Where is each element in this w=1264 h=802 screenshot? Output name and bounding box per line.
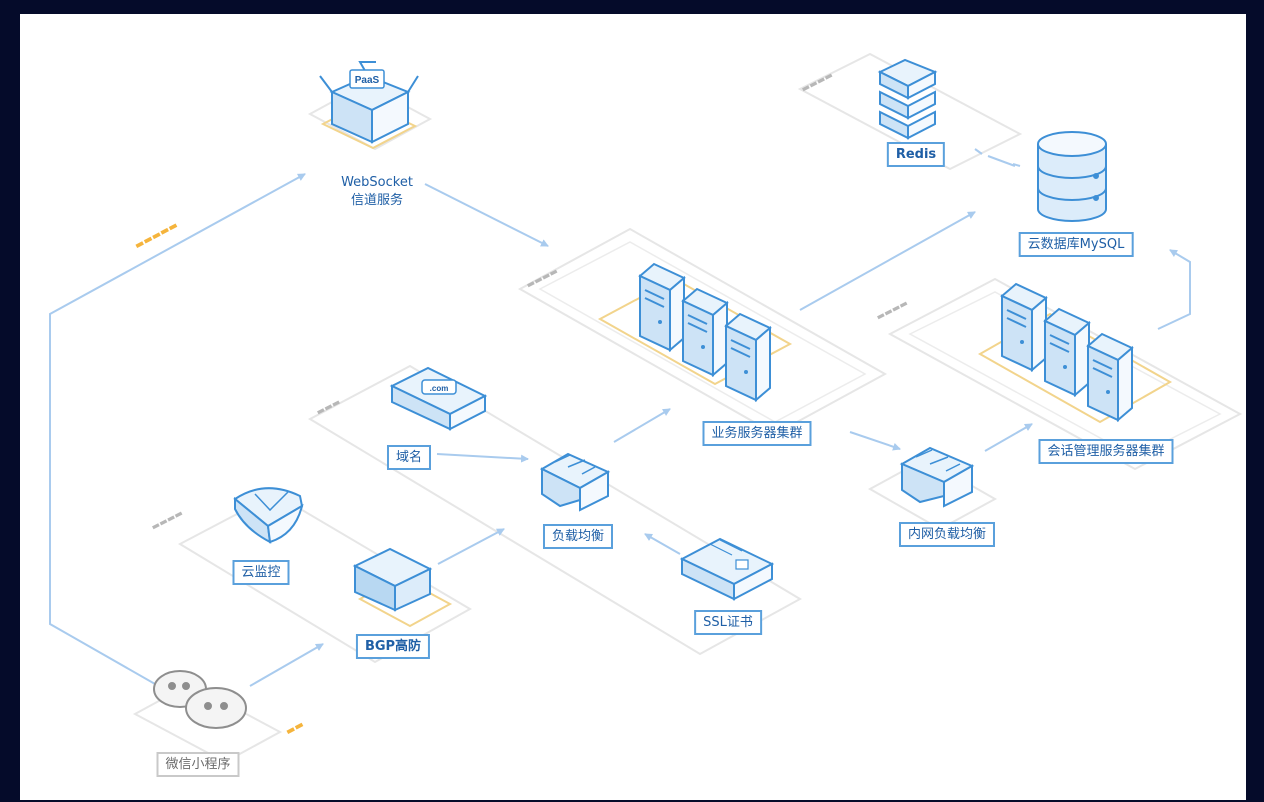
diagram-canvas: PaaS .com [20, 14, 1246, 800]
ssl-certificate-icon [679, 537, 775, 601]
business-cluster-label: 业务服务器集群 [702, 421, 812, 446]
domain-label: 域名 [386, 445, 432, 470]
ssl-label: SSL证书 [694, 610, 762, 635]
session-server-cluster-icon [1001, 283, 1133, 421]
websocket-label-text: WebSocket 信道服务 [341, 175, 413, 208]
domain-card-icon: .com [389, 366, 488, 431]
architecture-diagram: PaaS .com [49, 52, 1243, 764]
redis-label: Redis [886, 142, 946, 167]
wechat-label: 微信小程序 [156, 752, 240, 777]
wechat-icon [153, 670, 247, 729]
mysql-label: 云数据库MySQL [1018, 232, 1134, 257]
monitor-shield-icon [233, 487, 304, 544]
database-icon [1037, 131, 1107, 222]
load-balance-label: 负载均衡 [542, 524, 614, 549]
bgp-label: BGP高防 [355, 634, 431, 659]
session-cluster-label: 会话管理服务器集群 [1038, 439, 1174, 464]
stack-layers-icon [877, 58, 938, 140]
paas-box-text: PaaS [355, 75, 380, 86]
paas-box-icon: PaaS [319, 61, 419, 144]
bgp-shield-icon [352, 547, 433, 612]
internal-load-balancer-icon [899, 446, 975, 508]
load-balancer-icon [539, 452, 611, 512]
monitor-label: 云监控 [232, 560, 290, 585]
domain-card-text: .com [430, 384, 449, 393]
internal-lb-label: 内网负载均衡 [898, 522, 996, 547]
websocket-label: WebSocket 信道服务 [337, 171, 417, 213]
